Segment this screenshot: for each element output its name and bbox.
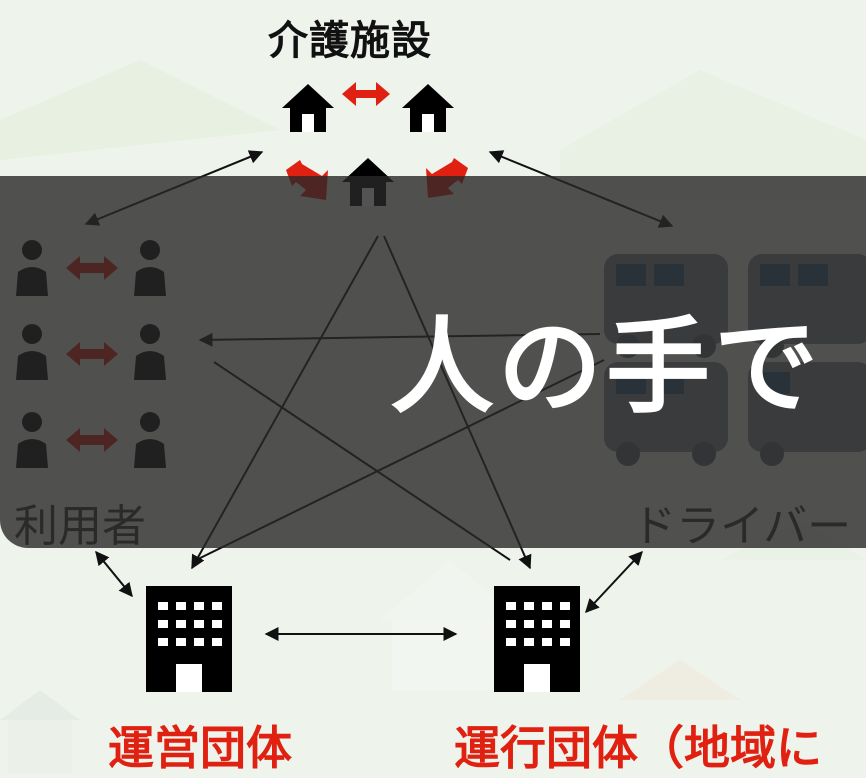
users-label: 利用者 — [14, 501, 146, 552]
overlay-text: 人の手で — [390, 306, 823, 428]
operator-label: 運営団体 — [108, 721, 292, 775]
drivers-label: ドライバー — [632, 501, 852, 552]
service-label: 運行団体（地域に — [454, 721, 822, 775]
facility-label: 介護施設 — [268, 18, 432, 64]
facility-house-right — [402, 84, 454, 132]
service-building-icon — [494, 586, 580, 692]
overlay-banner — [0, 176, 866, 548]
facility-house-left — [282, 84, 334, 132]
operator-building-icon — [146, 586, 232, 692]
